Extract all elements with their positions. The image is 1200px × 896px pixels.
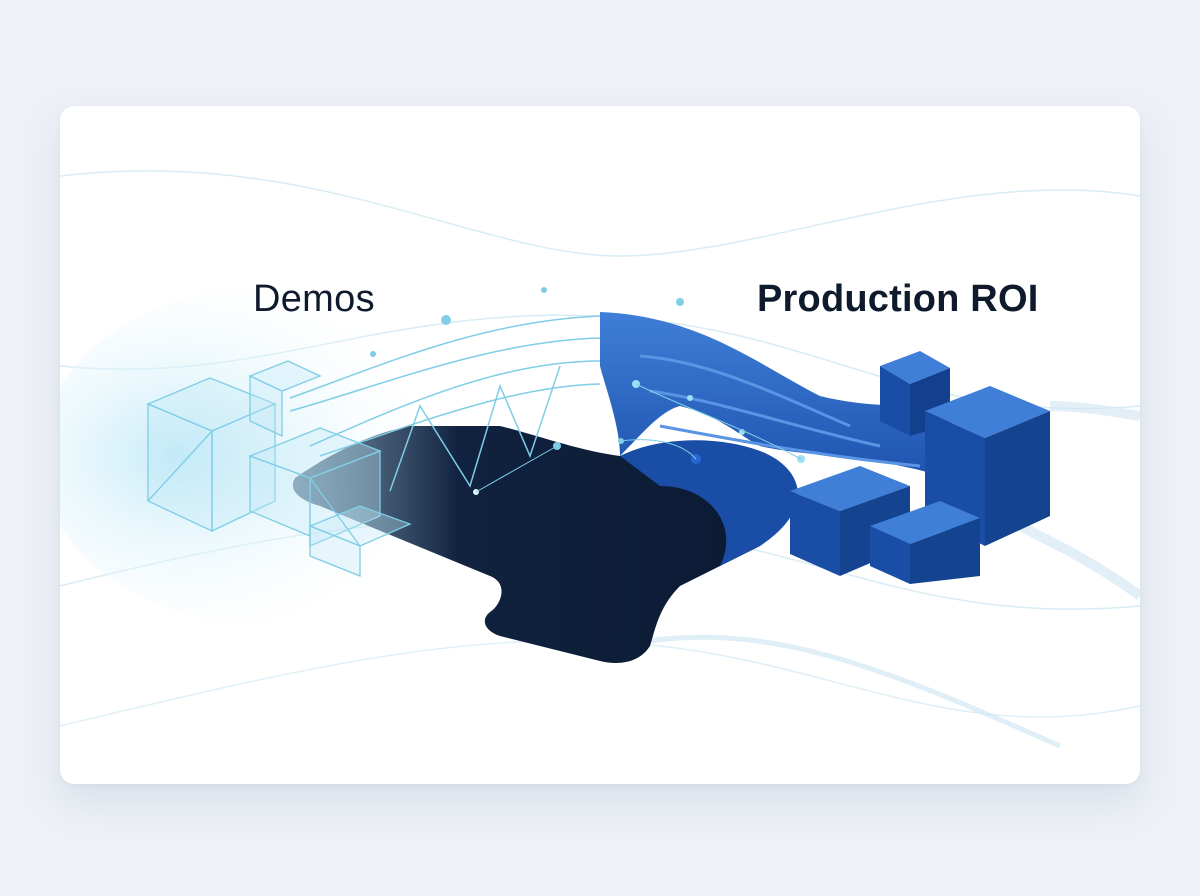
glow bbox=[60, 286, 500, 626]
demos-label: Demos bbox=[253, 278, 375, 320]
solid-arc bbox=[600, 312, 940, 476]
wireframe-arc bbox=[289, 315, 601, 492]
illustration-card: Demos Production ROI bbox=[60, 106, 1140, 784]
wireframe-blocks-icon bbox=[146, 360, 412, 577]
bridge-shape bbox=[292, 426, 769, 664]
production-roi-label: Production ROI bbox=[757, 278, 1039, 320]
bridge-illustration bbox=[60, 170, 1140, 749]
solid-blocks-icon bbox=[790, 351, 1050, 584]
node-dot-icon bbox=[370, 287, 805, 495]
